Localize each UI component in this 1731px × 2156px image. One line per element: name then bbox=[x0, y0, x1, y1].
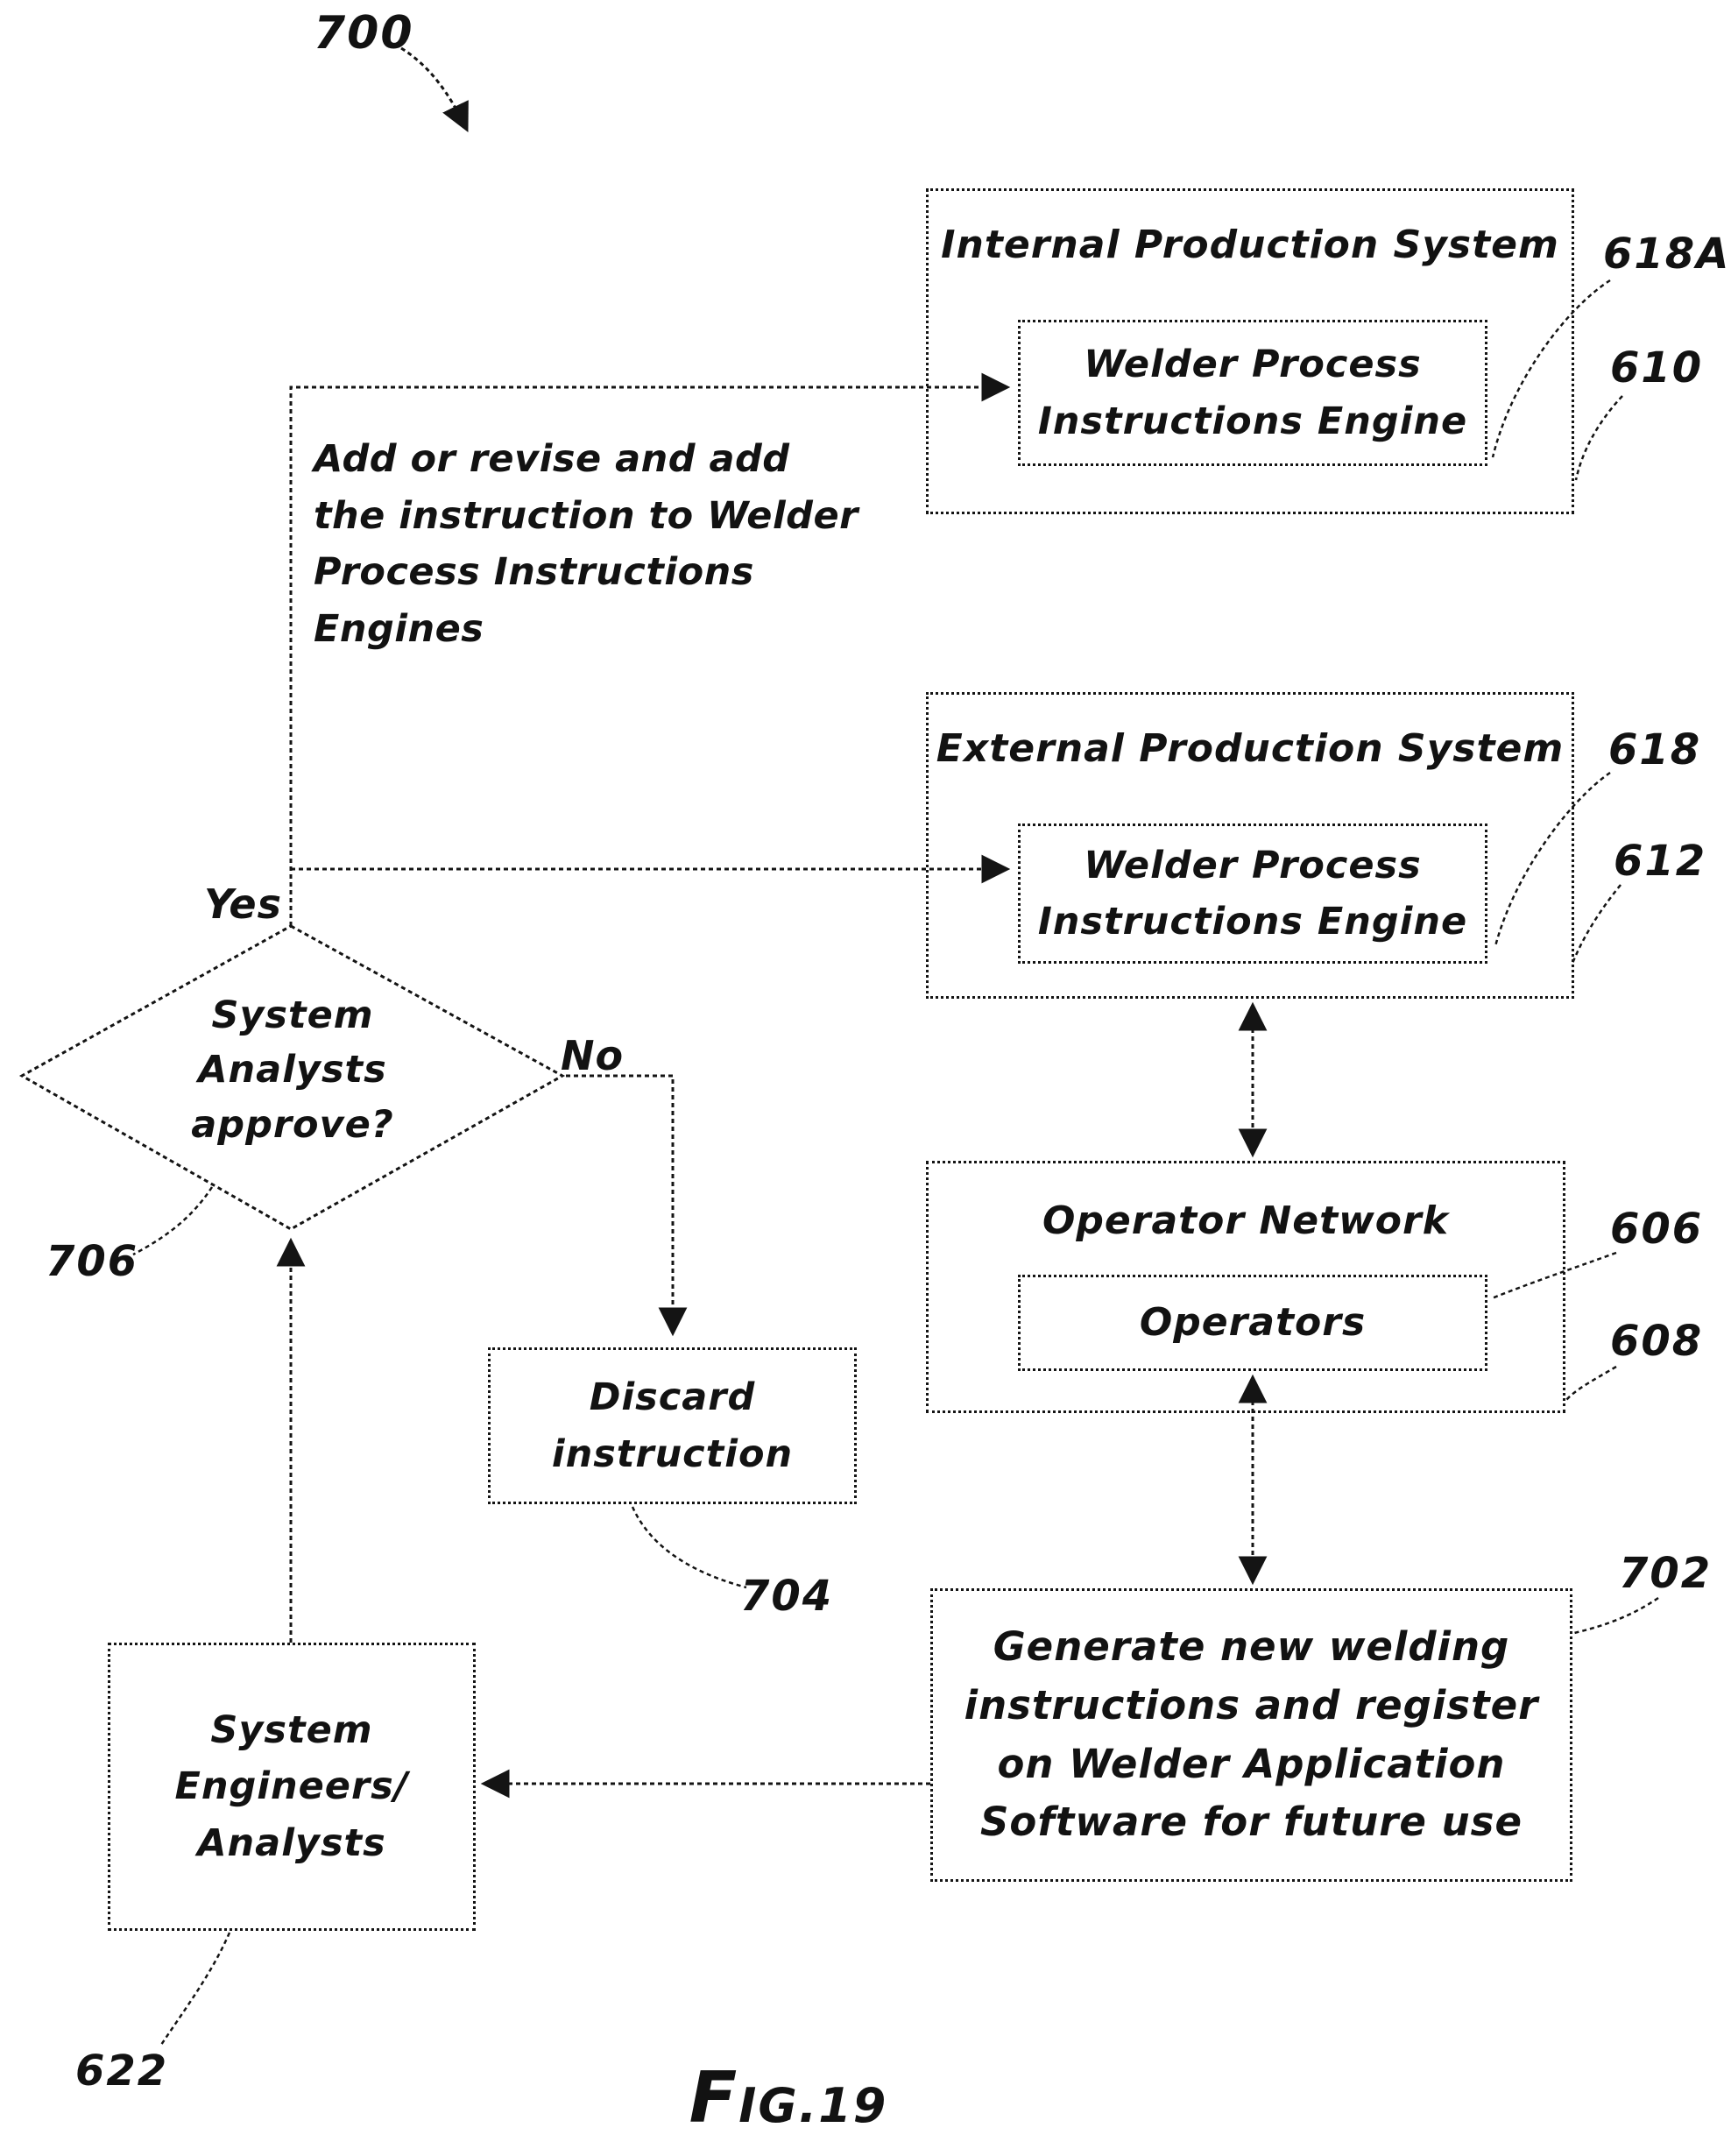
external-wpi-engine-label: Welder Process Instructions Engine bbox=[1037, 843, 1468, 944]
internal-wpi-engine-label: Welder Process Instructions Engine bbox=[1037, 343, 1468, 443]
leader-702 bbox=[1573, 1596, 1659, 1635]
no-branch-label: No bbox=[561, 1032, 625, 1079]
leader-612 bbox=[1570, 884, 1621, 966]
ref-label-612: 612 bbox=[1614, 837, 1707, 886]
external-wpi-engine-box: Welder Process Instructions Engine bbox=[1018, 824, 1487, 964]
leader-706 bbox=[132, 1186, 214, 1256]
ref-label-606: 606 bbox=[1610, 1205, 1704, 1254]
ref-label-700: 700 bbox=[314, 7, 414, 60]
operator-network-title: Operator Network bbox=[1042, 1198, 1449, 1243]
ref-label-704: 704 bbox=[740, 1572, 834, 1621]
figure-caption-rest: IG.19 bbox=[738, 2078, 888, 2133]
operators-label: Operators bbox=[1139, 1300, 1367, 1345]
ref-label-622: 622 bbox=[75, 2046, 169, 2096]
ref-label-610: 610 bbox=[1610, 343, 1704, 392]
ref-label-706: 706 bbox=[46, 1237, 139, 1286]
ref-label-618a: 618A bbox=[1603, 230, 1731, 279]
ref-label-608: 608 bbox=[1610, 1317, 1704, 1366]
discard-instruction-label: Discard instruction bbox=[551, 1375, 794, 1476]
leader-622 bbox=[159, 1932, 231, 2046]
figure-caption: FIG.19 bbox=[613, 2057, 964, 2138]
yes-branch-label: Yes bbox=[204, 880, 282, 928]
annotation-add-or-revise: Add or revise and add the instruction to… bbox=[314, 437, 858, 651]
discard-instruction-box: Discard instruction bbox=[488, 1347, 857, 1504]
leader-700 bbox=[400, 46, 469, 132]
operators-box: Operators bbox=[1018, 1275, 1487, 1371]
internal-wpi-engine-box: Welder Process Instructions Engine bbox=[1018, 320, 1487, 466]
system-engineers-label: System Engineers/ Analysts bbox=[174, 1707, 409, 1865]
external-production-system-title: External Production System bbox=[936, 726, 1565, 771]
generate-instructions-label: Generate new welding instructions and re… bbox=[964, 1623, 1539, 1846]
leader-608 bbox=[1565, 1365, 1617, 1401]
ref-label-618: 618 bbox=[1608, 725, 1702, 774]
leader-610 bbox=[1574, 395, 1623, 481]
ref-label-702: 702 bbox=[1619, 1549, 1713, 1598]
decision-label: System Analysts approve? bbox=[191, 993, 394, 1147]
connector-no-to-discard bbox=[566, 1074, 688, 1337]
figure-caption-initial: F bbox=[689, 2057, 739, 2138]
system-engineers-box: System Engineers/ Analysts bbox=[108, 1643, 476, 1931]
generate-instructions-box: Generate new welding instructions and re… bbox=[930, 1588, 1572, 1882]
leader-704 bbox=[631, 1506, 747, 1589]
internal-production-system-title: Internal Production System bbox=[941, 223, 1559, 267]
